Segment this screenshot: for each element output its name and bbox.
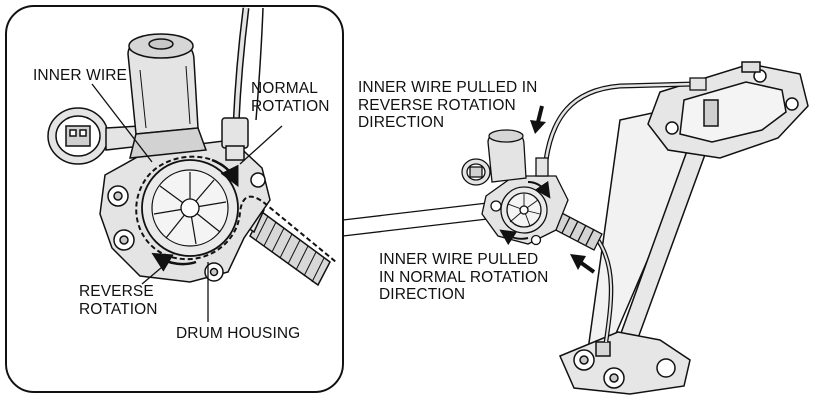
main-reverse-direction-arc — [527, 180, 551, 199]
label-pulled-normal-line-3: DIRECTION — [379, 286, 466, 303]
main-normal-direction-arc — [499, 229, 529, 246]
main-cable-conduit — [547, 209, 603, 251]
inset-motor — [127, 33, 208, 159]
callout-line-top — [342, 201, 497, 221]
label-normal-rotation-line-1: NORMAL — [251, 80, 318, 97]
label-pulled-normal-line-1: INNER WIRE PULLED — [379, 251, 539, 268]
label-pulled-normal: INNER WIRE PULLED IN NORMAL ROTATION DIR… — [379, 251, 548, 304]
label-normal-rotation-line-2: ROTATION — [251, 97, 330, 115]
pull-reverse-arrow — [530, 105, 546, 134]
regulator-lower-bracket — [559, 331, 691, 395]
label-drum-housing-text: DRUM HOUSING — [176, 325, 301, 342]
inset-leader-lines — [91, 83, 283, 322]
normal-rotation-arrow — [211, 158, 239, 187]
inset-regulator-cable — [232, 7, 264, 126]
label-pulled-normal-line-2: IN NORMAL ROTATION — [379, 268, 549, 286]
reverse-rotation-arrow — [151, 252, 197, 272]
pull-normal-arrow — [570, 254, 596, 274]
callout-line-bottom — [342, 217, 497, 237]
main-lower-cable — [596, 238, 614, 343]
label-drum-housing: DRUM HOUSING — [176, 325, 300, 343]
inset-drum-housing — [141, 159, 239, 257]
main-motor-assembly — [461, 129, 569, 246]
inset-cable-clip — [221, 117, 249, 161]
label-pulled-reverse: INNER WIRE PULLED IN REVERSE ROTATION DI… — [358, 79, 537, 132]
regulator-upper-bracket — [647, 61, 809, 159]
label-reverse-rotation-line-2: ROTATION — [79, 300, 158, 318]
label-reverse-rotation-line-1: REVERSE — [79, 283, 154, 300]
label-pulled-reverse-line-1: INNER WIRE PULLED IN — [358, 79, 538, 96]
label-reverse-rotation: REVERSE ROTATION — [79, 283, 158, 318]
label-normal-rotation: NORMAL ROTATION — [251, 80, 330, 115]
label-pulled-reverse-line-3: DIRECTION — [358, 114, 445, 131]
main-upper-cable — [543, 77, 707, 161]
label-inner-wire: INNER WIRE — [33, 67, 127, 85]
label-pulled-reverse-line-2: REVERSE ROTATION — [358, 96, 516, 114]
label-inner-wire-text: INNER WIRE — [33, 67, 127, 84]
